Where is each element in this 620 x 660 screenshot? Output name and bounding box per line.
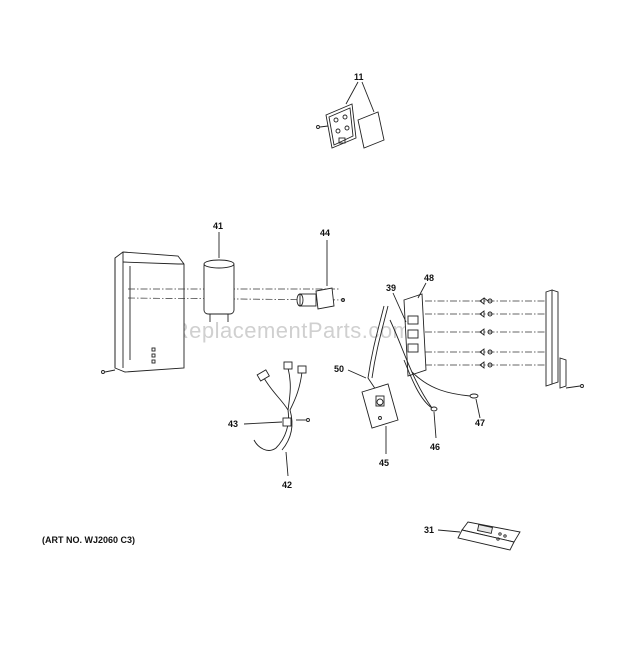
callout-45: 45 [379,458,389,468]
callout-39: 39 [386,283,396,293]
part-45-control-box[interactable]: 45 [361,383,399,468]
part-48-terminal-bracket[interactable]: 48 [403,273,434,377]
callout-11: 11 [354,72,364,82]
part-50-wire-harness[interactable]: 50 [334,305,433,409]
callout-46: 46 [430,442,440,452]
part-42-harness[interactable]: 42 [253,361,307,490]
part-43-clip[interactable]: 43 [228,417,310,429]
callout-50: 50 [334,364,344,374]
part-47-sensor[interactable]: 47 [411,371,485,428]
callout-47: 47 [475,418,485,428]
part-39-connector[interactable]: 39 [386,283,407,323]
art-number: (ART NO. WJ2060 C3) [42,535,136,545]
callout-44: 44 [320,228,330,238]
bracket-housing [101,251,185,374]
part-31-remote-control[interactable]: 31 [424,521,521,551]
watermark-text: eReplacementParts.com [160,318,412,343]
part-44-clamp[interactable]: 44 [296,228,345,310]
callout-42: 42 [282,480,292,490]
side-rail-bracket [545,289,584,389]
callout-31: 31 [424,525,434,535]
part-46-thermistor[interactable]: 46 [403,359,440,452]
part-41-capacitor[interactable]: 41 [203,221,235,322]
callout-43: 43 [228,419,238,429]
screw-set [479,297,493,369]
part-11-control-board[interactable]: 11 [316,72,385,149]
callout-41: 41 [213,221,223,231]
callout-48: 48 [424,273,434,283]
